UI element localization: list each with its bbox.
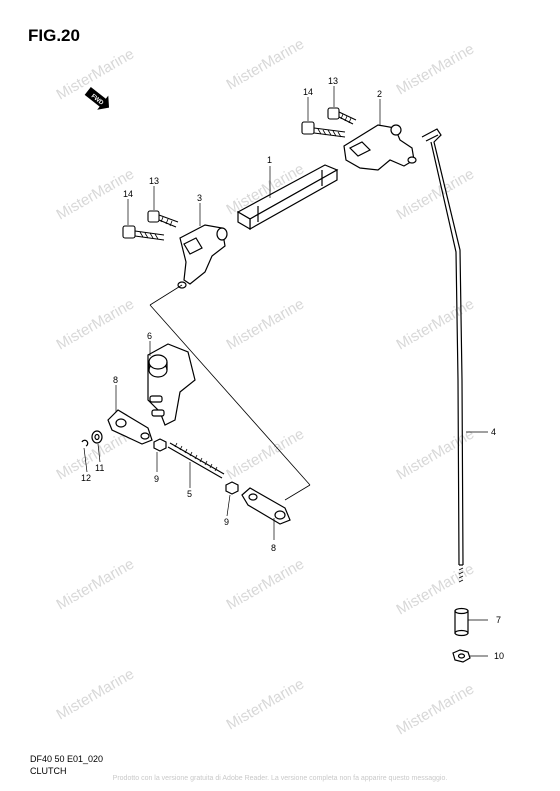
callout-4: 4 (491, 427, 496, 437)
part-link-arm-upper (107, 409, 153, 445)
callout-5: 5 (187, 489, 192, 499)
callout-9a: 9 (154, 474, 159, 484)
footer-note: Prodotto con la versione gratuita di Ado… (112, 775, 448, 782)
part-bolt-13-lower (147, 210, 179, 228)
part-clip (81, 439, 89, 447)
watermark: MisterMarine (224, 295, 308, 353)
callout-6: 6 (147, 331, 152, 341)
callout-labels: 1 2 3 4 5 6 7 8 8 9 9 10 11 12 13 13 14 … (81, 76, 504, 661)
assembly-guide-lines (149, 284, 311, 501)
watermark: MisterMarine (224, 35, 308, 93)
callout-8a: 8 (113, 375, 118, 385)
part-upper-lever (343, 124, 417, 171)
part-adjuster-rod (167, 442, 225, 479)
part-link-arm-lower (241, 487, 291, 525)
watermark: MisterMarine (54, 295, 138, 353)
callout-10: 10 (494, 651, 504, 661)
part-lower-lever (177, 224, 228, 289)
section-name: CLUTCH (30, 766, 67, 776)
part-washer (91, 430, 103, 444)
part-rod-nut (452, 649, 471, 663)
part-nut-upper (153, 438, 167, 452)
watermark: MisterMarine (394, 680, 478, 738)
figure-title: FIG.20 (28, 26, 80, 45)
callout-1: 1 (267, 155, 272, 165)
callout-14a: 14 (303, 87, 313, 97)
watermark: MisterMarine (54, 665, 138, 723)
watermark: MisterMarine (224, 555, 308, 613)
part-bolt-14-lower (122, 225, 165, 241)
watermark: MisterMarine (394, 425, 478, 483)
callout-14b: 14 (123, 189, 133, 199)
watermark: MisterMarine (54, 555, 138, 613)
callout-13b: 13 (149, 176, 159, 186)
callout-7: 7 (496, 615, 501, 625)
watermark: MisterMarine (394, 40, 478, 98)
callout-8b: 8 (271, 543, 276, 553)
callout-12: 12 (81, 473, 91, 483)
callout-9b: 9 (224, 517, 229, 527)
callout-3: 3 (197, 193, 202, 203)
watermark-layer: MisterMarine MisterMarine MisterMarine M… (54, 35, 478, 738)
callout-2: 2 (377, 89, 382, 99)
part-sleeve (454, 607, 469, 637)
part-nut-lower (225, 481, 239, 495)
part-bolt-13-upper (327, 107, 357, 125)
watermark: MisterMarine (394, 165, 478, 223)
callout-13a: 13 (328, 76, 338, 86)
model-code: DF40 50 E01_020 (30, 754, 104, 764)
part-clutch-rod (421, 128, 464, 583)
part-clutch-shaft (236, 164, 339, 231)
part-clutch-bracket (147, 343, 196, 426)
watermark: MisterMarine (394, 295, 478, 353)
part-bolt-14-upper (301, 121, 346, 138)
watermark: MisterMarine (224, 675, 308, 733)
callout-11: 11 (95, 463, 104, 473)
callout-leader-lines (83, 86, 488, 657)
